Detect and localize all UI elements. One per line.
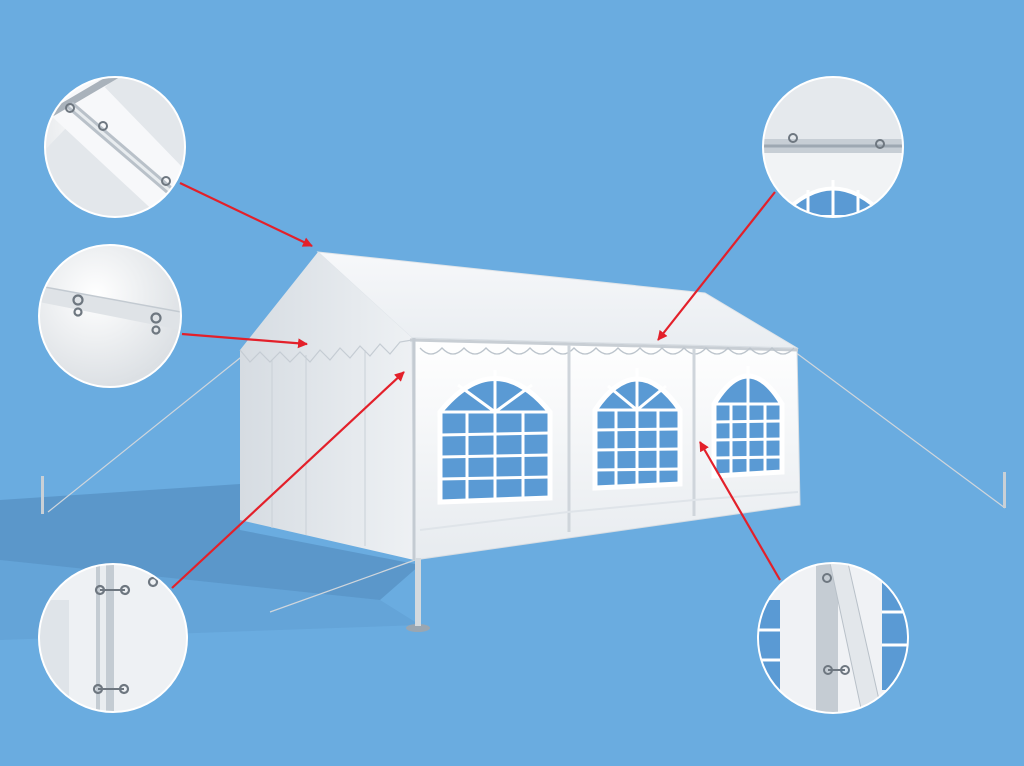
callout-corner-post [38,563,188,713]
side-wall-hem [419,491,799,531]
callout-roof-ridge [44,76,186,218]
arrow-side-panel [699,441,781,581]
tent-eave-rail [409,338,799,352]
callout-eave-rail [762,76,904,218]
tent [239,251,801,626]
side-panel-1 [437,370,553,505]
arrow-corner-post [171,371,405,589]
arrow-roof-ridge [179,182,313,247]
callout-arrows [171,182,781,589]
ground-stakes [41,472,1006,632]
arrow-eave-rail [657,191,776,341]
gable-valance [239,339,413,363]
guy-ropes [47,349,1006,613]
side-panel-2 [592,368,683,491]
callout-gable-eyelets [38,244,182,388]
corner-post-leg [415,558,421,626]
side-valance [419,347,795,355]
side-panel-3 [711,366,785,479]
callout-side-panel [757,562,909,714]
arrow-gable-end [181,332,308,349]
